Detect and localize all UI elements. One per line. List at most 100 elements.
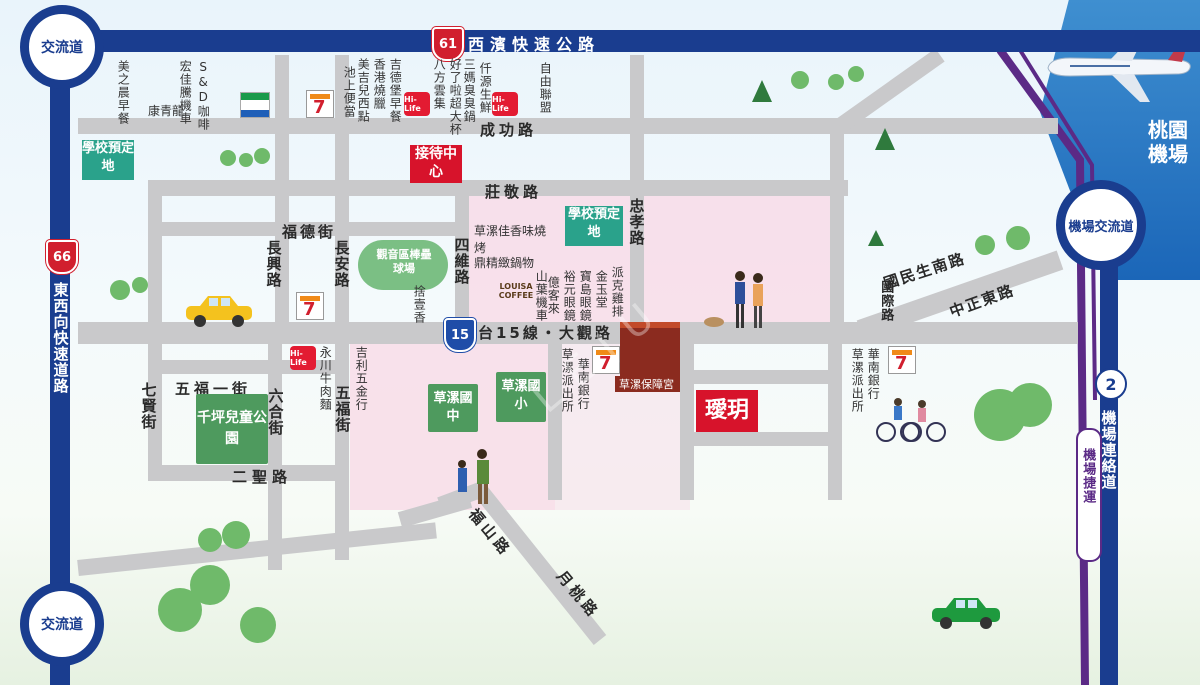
highway-61-shield: 61 xyxy=(432,27,464,61)
hilife-icon: Hi-Life xyxy=(404,92,430,116)
temple-label: 草漯保障宮 xyxy=(615,376,678,392)
poi-low1: 永川牛肉麵 xyxy=(318,346,333,411)
road-label-wufu: 五福街 xyxy=(333,385,352,433)
road-v1 xyxy=(148,180,162,480)
road-v-changan xyxy=(335,55,349,330)
seven-eleven-icon xyxy=(592,346,620,374)
poi-mid4: 億客來 xyxy=(546,276,561,315)
junior-high: 草漯國中 xyxy=(428,384,478,432)
poi-top10: 八方雲集 xyxy=(432,58,447,110)
highway-top xyxy=(45,30,1200,52)
poi-top9: 好了啦超大杯 xyxy=(448,58,463,136)
poi-mid7: 金玉堂 xyxy=(594,270,609,309)
poi-mid8: 派克雞排 xyxy=(610,266,625,318)
baseball-field xyxy=(358,240,448,290)
road-label-zhuangjing: 莊敬路 xyxy=(485,183,543,201)
cyclists-icon xyxy=(876,398,946,442)
road-ersheng xyxy=(148,465,348,481)
poi-mid10: LOUISA COFFEE xyxy=(498,282,534,300)
poi-top6: 美吉兒西點 xyxy=(356,58,371,123)
family-icon xyxy=(458,449,489,504)
highway-right-label: 機場連絡道 xyxy=(1099,410,1118,490)
poi-top7: 吉德堡早餐 xyxy=(388,58,403,123)
poi-low3: 草漯派出所 xyxy=(560,348,575,413)
hilife-icon: Hi-Life xyxy=(290,346,316,370)
road-low-east xyxy=(690,370,830,384)
road-v-wufu xyxy=(335,340,349,560)
school-lot-mid: 學校預定地 xyxy=(565,206,623,246)
road-label-siwei: 四維路 xyxy=(452,237,471,285)
highway-66-shield: 66 xyxy=(46,240,78,274)
road-v-changxing xyxy=(275,55,289,330)
familymart-icon xyxy=(240,92,270,118)
road-label-chenggong: 成功路 xyxy=(480,121,538,139)
road-label-qixian: 七賢街 xyxy=(139,382,158,430)
poi-top2: 宏佳騰機車 xyxy=(178,60,193,125)
poi-top11: 三媽臭臭鍋 xyxy=(462,58,477,123)
poi-top8: 香港燒臘 xyxy=(372,58,387,110)
school-lot-left: 學校預定地 xyxy=(82,140,134,180)
highway-2-shield: 2 xyxy=(1095,368,1127,400)
road-v-east xyxy=(830,120,844,330)
baseball-field-label: 觀音區棒壘球場 xyxy=(376,248,432,276)
seven-eleven-icon xyxy=(296,292,324,320)
road-v-zhongxiao xyxy=(630,55,644,330)
poi-low6: 華南銀行 xyxy=(866,348,881,400)
poi-mid1: 草漯佳香味燒烤 xyxy=(474,224,547,255)
interchange-bottom-left: 交流道 xyxy=(20,582,104,666)
poi-top12: 仟源生鮮 xyxy=(478,62,493,114)
road-chenggong xyxy=(78,118,1058,134)
road-label-fude: 福德街 xyxy=(282,223,337,241)
walkers-icon xyxy=(704,271,763,328)
road-zhuangjing xyxy=(148,180,848,196)
highway-left-label: 東西向快速道路 xyxy=(51,282,70,394)
road-label-zhongxiao: 忠孝路 xyxy=(627,198,646,246)
airplane-icon xyxy=(1047,34,1191,102)
poi-low2: 吉利五金行 xyxy=(354,346,369,411)
mrt-badge xyxy=(1076,428,1102,562)
road-low-east2 xyxy=(690,432,830,446)
yellow-car-icon xyxy=(186,296,252,327)
poi-top3: S&D咖啡 xyxy=(196,60,211,131)
highway-top-label: 西濱快速公路 xyxy=(468,35,601,54)
poi-top13: 自由聯盟 xyxy=(538,62,553,114)
road-label-ersheng: 二聖路 xyxy=(232,468,293,486)
poi-top4: 康青龍 xyxy=(148,104,185,118)
airport-label: 桃園機場 xyxy=(1148,118,1188,166)
mrt-label: 機場捷運 xyxy=(1080,448,1096,504)
poi-top1: 美之晨早餐 xyxy=(116,60,131,125)
hilife-icon: Hi-Life xyxy=(492,92,518,116)
road-v-low-east xyxy=(828,340,842,500)
road-label-liuhe: 六合街 xyxy=(266,388,285,436)
road-main-15 xyxy=(78,322,1078,344)
poi-low4: 華南銀行 xyxy=(576,358,591,410)
poi-mid2: 鼎精緻鍋物 xyxy=(474,256,535,270)
road-v-low-mid2 xyxy=(680,340,694,500)
reception-center[interactable]: 接待中心 xyxy=(410,145,462,183)
poi-low5: 草漯派出所 xyxy=(850,348,865,413)
highway-left xyxy=(50,40,70,685)
seven-eleven-icon xyxy=(306,90,334,118)
road-label-changxing: 長興路 xyxy=(264,240,283,288)
road-v-liuhe xyxy=(268,340,282,570)
interchange-airport: 機場交流道 xyxy=(1056,180,1146,270)
elementary: 草漯國小 xyxy=(496,372,546,422)
poi-mid5: 裕元眼鏡 xyxy=(562,270,577,322)
road-label-guoji: 國際路 xyxy=(878,280,894,322)
seven-eleven-icon xyxy=(888,346,916,374)
highway-right xyxy=(1100,220,1118,685)
main-road-label: 台15線・大觀路 xyxy=(478,324,613,342)
park: 千坪兒童公園 xyxy=(196,394,268,464)
project-logo[interactable]: 璦玥 xyxy=(696,390,758,432)
road-v-siwei xyxy=(455,180,469,330)
road-v-low-mid xyxy=(548,340,562,500)
poi-top5: 池上便當 xyxy=(342,66,357,118)
poi-mid6: 寶島眼鏡 xyxy=(578,270,593,322)
poi-mid9: 捨壹香 xyxy=(412,285,427,324)
green-car-icon xyxy=(932,598,1000,629)
road-fude xyxy=(148,222,468,236)
road-label-changan: 長安路 xyxy=(332,240,351,288)
interchange-top-left: 交流道 xyxy=(20,5,104,89)
